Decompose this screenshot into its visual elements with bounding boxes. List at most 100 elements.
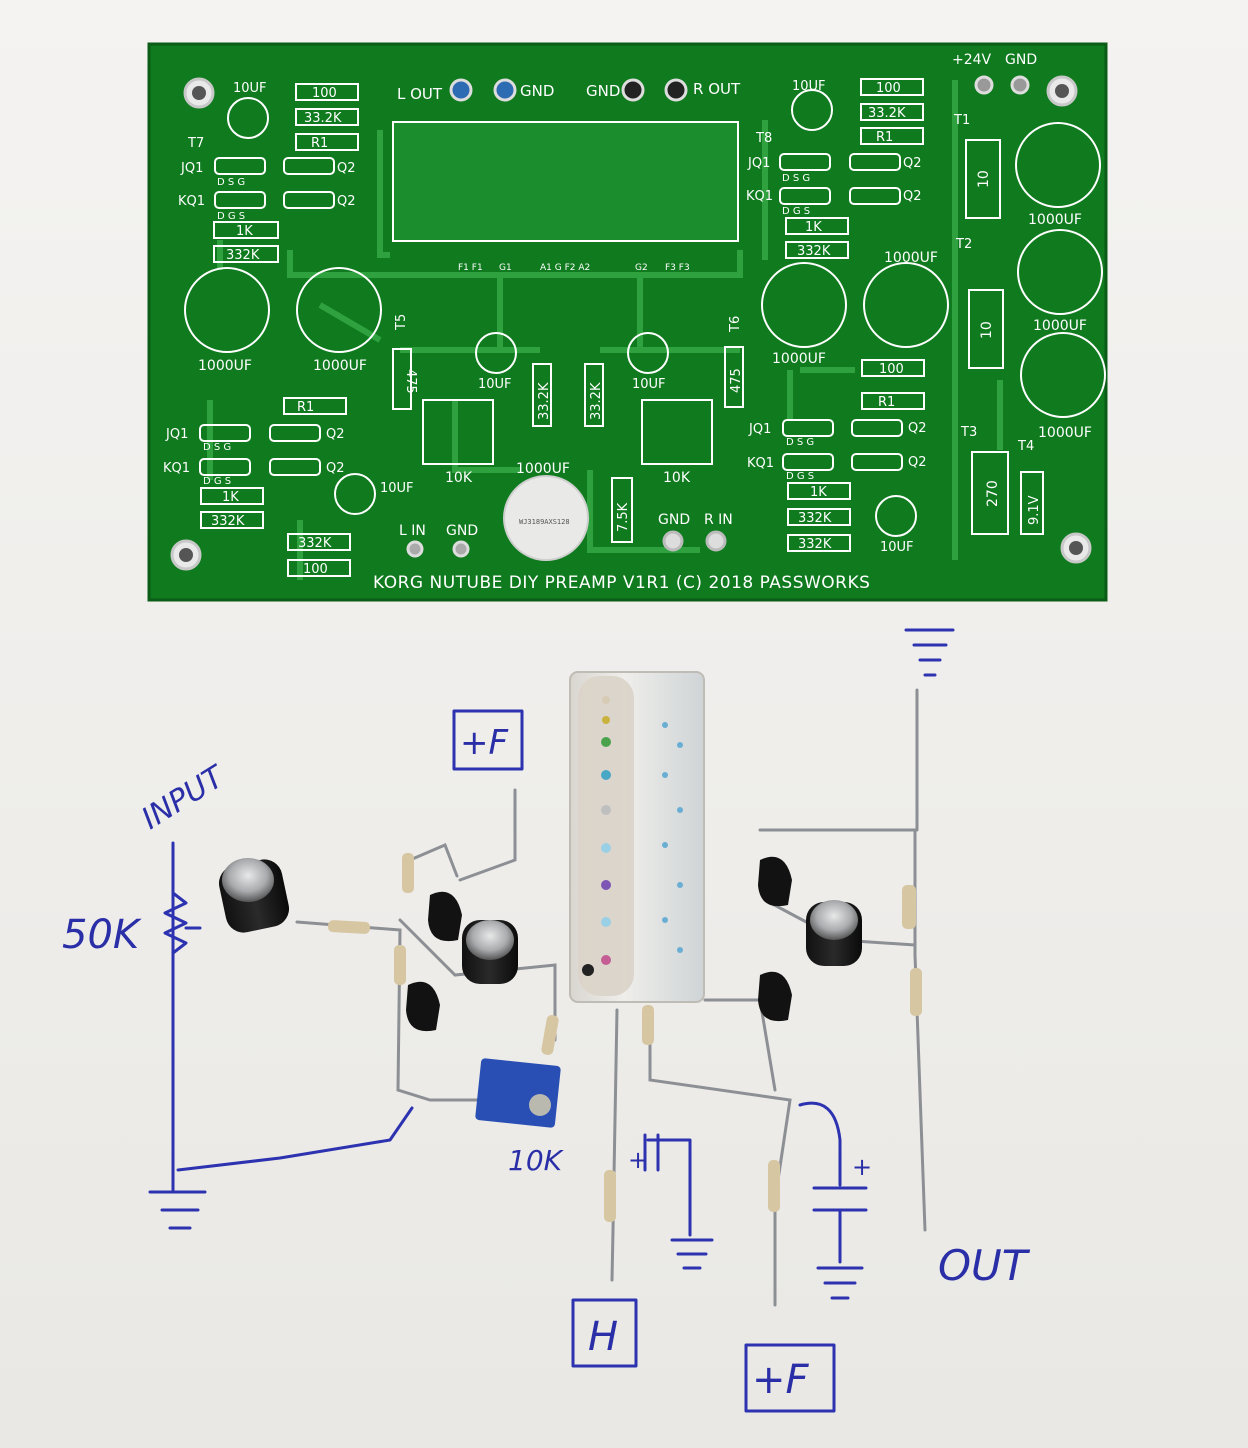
power-c3-label: 1000UF bbox=[1038, 425, 1092, 441]
tube-pins-g1: G1 bbox=[499, 263, 512, 273]
center-r75-label: 7.5K bbox=[616, 502, 631, 532]
left-t7-label: T7 bbox=[187, 136, 204, 151]
tube-pins-center: A1 G F2 A2 bbox=[540, 263, 590, 273]
br-r-in-label: R IN bbox=[704, 512, 733, 528]
ink-box-plus-f-top bbox=[452, 709, 524, 771]
bottom-left-cluster: R1 JQ1 D S G Q2 KQ1 D G S Q2 1K 332K 10U… bbox=[163, 397, 478, 577]
br-c10-label: 10UF bbox=[880, 540, 914, 555]
right-upper-cluster: 10UF 100 33.2K R1 T8 JQ1 D S G Q2 KQ1 D … bbox=[724, 78, 949, 408]
pcb-traces bbox=[207, 80, 1003, 580]
top-jacks bbox=[449, 75, 1030, 102]
center-c10r-label: 10UF bbox=[632, 377, 666, 392]
sketch-plus-f-bottom: +F bbox=[752, 1357, 810, 1403]
bl-q2b-label: Q2 bbox=[326, 461, 345, 476]
ink-cap-symbol-2 bbox=[798, 1101, 868, 1264]
ink-box-h bbox=[571, 1298, 638, 1368]
left-q2a-label: Q2 bbox=[337, 161, 356, 176]
right-jq1-pins: D S G bbox=[782, 173, 810, 184]
br-kq1-pins: D G S bbox=[786, 471, 814, 482]
electrolytic-caps bbox=[218, 858, 862, 984]
ink-ground-left bbox=[148, 1190, 207, 1230]
bl-kq1-pins: D G S bbox=[203, 476, 231, 487]
power-t4-label: T4 bbox=[1017, 439, 1034, 454]
left-kq1-label: KQ1 bbox=[178, 194, 205, 209]
right-kq1-label: KQ1 bbox=[746, 189, 773, 204]
label-gnd-left: GND bbox=[520, 82, 554, 100]
power-r10a-label: 10 bbox=[976, 170, 992, 188]
sketch-trimmer-label: 10K bbox=[508, 1144, 565, 1177]
bl-l-in-label: L IN bbox=[399, 523, 426, 539]
label-l-out: L OUT bbox=[397, 85, 443, 103]
left-jq1-pins: D S G bbox=[217, 177, 245, 188]
br-r100-label: 100 bbox=[879, 362, 904, 377]
sketch-plus-f-top: +F bbox=[460, 723, 508, 763]
bl-kq1-label: KQ1 bbox=[163, 461, 190, 476]
ink-box-plus-f-bottom bbox=[744, 1343, 836, 1413]
sketch-plus-2: + bbox=[852, 1153, 872, 1181]
sketch-h-label: H bbox=[588, 1314, 618, 1360]
left-r100-label: 100 bbox=[312, 86, 337, 101]
left-r332-label: 33.2K bbox=[304, 111, 342, 126]
center-section: 10UF 10UF 33.2K 33.2K 10K 10K WJ3189AXS1… bbox=[422, 332, 713, 561]
right-kq1-pins: D G S bbox=[782, 206, 810, 217]
ink-ground-return bbox=[176, 1106, 414, 1172]
label-24v: +24V bbox=[952, 52, 992, 68]
wire-input-path bbox=[295, 920, 492, 1102]
nutube bbox=[569, 671, 705, 1003]
power-section: T1 10 1000UF T2 10 1000UF 1000UF T3 T4 2… bbox=[953, 113, 1106, 535]
center-cbig-marking: WJ3189AXS128 bbox=[519, 518, 570, 526]
bl-r332k-label: 332K bbox=[211, 514, 245, 529]
br-r1-label: R1 bbox=[878, 395, 895, 410]
right-q2a-label: Q2 bbox=[903, 156, 922, 171]
right-r100-label: 100 bbox=[876, 81, 901, 96]
mounting-holes bbox=[170, 75, 1092, 571]
wire-plus-f-top bbox=[458, 788, 517, 882]
left-cap1-label: 1000UF bbox=[198, 358, 252, 374]
left-upper-cluster: 10UF 100 33.2K R1 T7 JQ1 D S G Q2 KQ1 D … bbox=[178, 81, 418, 410]
br-q2b-label: Q2 bbox=[908, 455, 927, 470]
power-c1-label: 1000UF bbox=[1028, 212, 1082, 228]
br-jq1-label: JQ1 bbox=[748, 422, 771, 437]
power-zener-label: 9.1V bbox=[1027, 495, 1042, 525]
ink-ground-right bbox=[816, 1266, 864, 1300]
right-t6-label: T6 bbox=[728, 316, 743, 333]
power-r270-label: 270 bbox=[985, 480, 1001, 507]
br-kq1-label: KQ1 bbox=[747, 456, 774, 471]
right-jq1-label: JQ1 bbox=[747, 156, 770, 171]
label-gnd-power: GND bbox=[1005, 52, 1037, 68]
power-t1-label: T1 bbox=[953, 113, 970, 128]
br-jq1-pins: D S G bbox=[786, 437, 814, 448]
bl-jq1-label: JQ1 bbox=[165, 427, 188, 442]
label-r-out: R OUT bbox=[693, 80, 741, 98]
wire-h-lead bbox=[610, 1008, 619, 1282]
left-kq1-pins: D G S bbox=[217, 211, 245, 222]
ink-cap-symbol-1 bbox=[643, 1133, 692, 1237]
right-cap1-label: 1000UF bbox=[772, 351, 826, 367]
sketch-plus-1: + bbox=[628, 1146, 648, 1174]
center-pot-r-label: 10K bbox=[663, 470, 691, 486]
sketch-out-label: OUT bbox=[938, 1241, 1031, 1290]
right-t8-label: T8 bbox=[755, 131, 772, 146]
bl-q2a-label: Q2 bbox=[326, 427, 345, 442]
left-jq1-label: JQ1 bbox=[180, 161, 203, 176]
hand-drawn-schematic: INPUT 50K +F 10K H +F OUT + + bbox=[62, 628, 1031, 1413]
power-c2-label: 1000UF bbox=[1033, 318, 1087, 334]
ink-ground-mid bbox=[670, 1238, 714, 1270]
right-r332k-label: 332K bbox=[797, 244, 831, 259]
bl-r100-label: 100 bbox=[303, 562, 328, 577]
br-gnd-label: GND bbox=[658, 512, 690, 528]
pcb-footer-text: KORG NUTUBE DIY PREAMP V1R1 (C) 2018 PAS… bbox=[373, 573, 870, 593]
bl-r1k-label: 1K bbox=[222, 490, 239, 505]
right-cap2-label: 1000UF bbox=[884, 250, 938, 266]
left-cap2-label: 1000UF bbox=[313, 358, 367, 374]
tube-pins-g2: G2 bbox=[635, 263, 648, 273]
pcb-board: L OUT GND GND R OUT +24V GND 10UF 100 33… bbox=[147, 42, 1108, 602]
bl-jq1-pins: D S G bbox=[203, 442, 231, 453]
bl-gnd-label: GND bbox=[446, 523, 478, 539]
center-pot-l-label: 10K bbox=[445, 470, 473, 486]
right-r1-label: R1 bbox=[876, 130, 893, 145]
wire-resistor-bend bbox=[408, 843, 459, 878]
tube-pins-f3: F3 F3 bbox=[665, 263, 690, 273]
